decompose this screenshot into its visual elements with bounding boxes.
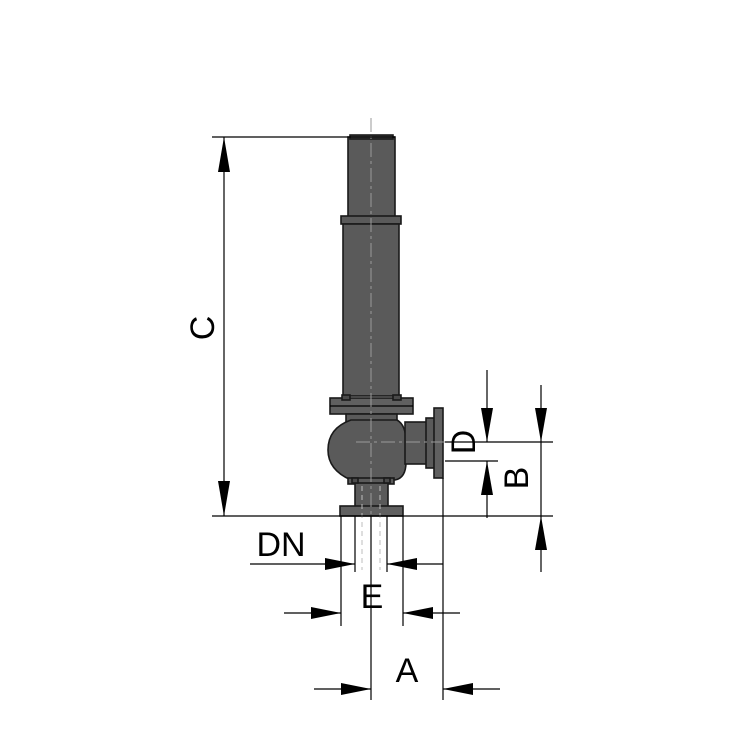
label-e: E [361, 578, 384, 616]
c-arrow-top [218, 137, 230, 172]
inlet-bolt-left [351, 477, 359, 484]
dimension-e: E [284, 578, 460, 619]
a-arrow-left [341, 683, 371, 695]
b-arrow-bottom [535, 516, 547, 550]
outlet-pipe [404, 421, 429, 465]
label-b: B [498, 467, 536, 490]
a-arrow-right [443, 683, 473, 695]
dimension-c: C [184, 136, 553, 517]
inlet-bolt-right [383, 477, 391, 484]
dimension-d: D [445, 370, 553, 518]
flange-bolt-left [341, 394, 351, 401]
dimension-a: A [314, 652, 500, 695]
extension-lines-lower [340, 478, 444, 700]
label-c: C [184, 316, 222, 341]
flange-bolt-right [392, 394, 402, 401]
dimension-dn: DN [250, 526, 443, 570]
e-arrow-left [311, 607, 341, 619]
label-dn: DN [256, 526, 305, 564]
label-a: A [396, 652, 419, 690]
label-d: D [445, 430, 483, 455]
dimension-b: B [498, 385, 547, 572]
dn-arrow-left [325, 558, 355, 570]
valve-body [327, 134, 444, 517]
d-arrow-top [481, 408, 493, 442]
valve-sphere [327, 419, 407, 481]
c-arrow-bottom [218, 481, 230, 516]
b-arrow-top [535, 408, 547, 442]
d-arrow-bottom [481, 461, 493, 495]
e-arrow-right [403, 607, 433, 619]
center-lines [356, 118, 460, 570]
outlet-flange [433, 407, 444, 479]
dn-arrow-right [387, 558, 417, 570]
